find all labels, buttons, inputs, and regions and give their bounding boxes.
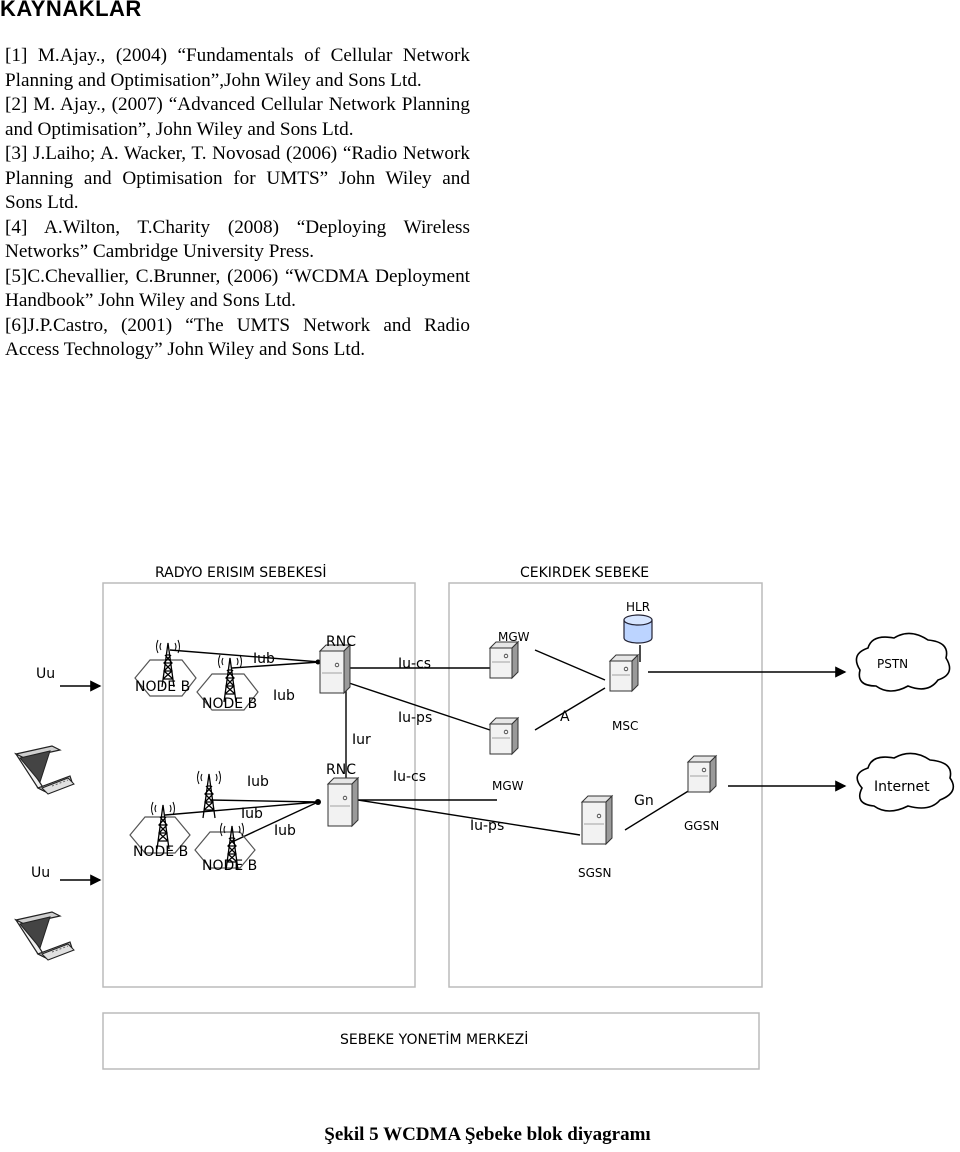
iu-ps-label: Iu-ps [398, 710, 432, 726]
ran-title: RADYO ERISIM SEBEKESİ [155, 563, 326, 581]
iub-label: Iub [247, 774, 269, 790]
mgw-server-icon [489, 717, 519, 755]
reference-item: [1] M.Ajay., (2004) “Fundamentals of Cel… [5, 45, 470, 91]
ggsn-server-icon [687, 755, 717, 793]
mgw-label: MGW [498, 630, 530, 644]
rnc-server-icon [327, 777, 359, 827]
internet-cloud-icon [856, 752, 955, 812]
mobile-phone-icon [15, 911, 75, 961]
rnc-server-icon [319, 644, 351, 694]
management-center-box [102, 1012, 760, 1070]
node-b-label: NODE B [133, 844, 188, 860]
page-heading: KAYNAKLAR [0, 0, 142, 21]
pstn-label: PSTN [877, 657, 908, 671]
iub-label: Iub [274, 823, 296, 839]
node-b-label: NODE B [202, 858, 257, 874]
reference-item: [4] A.Wilton, T.Charity (2008) “Deployin… [5, 216, 470, 263]
pstn-cloud-icon [855, 632, 951, 692]
core-region [448, 582, 763, 988]
antenna-tower-icon [217, 654, 243, 703]
rnc-label: RNC [326, 762, 356, 778]
sgsn-server-icon [581, 795, 613, 845]
reference-item: [2] M. Ajay., (2007) “Advanced Cellular … [5, 94, 470, 140]
msc-label: MSC [612, 719, 638, 733]
rnc-label: RNC [326, 634, 356, 650]
reference-item: [6]J.P.Castro, (2001) “The UMTS Network … [5, 314, 470, 361]
hlr-label: HLR [626, 600, 650, 614]
node-b-label: NODE B [202, 696, 257, 712]
mgw-label: MGW [492, 779, 524, 793]
ran-region [102, 582, 416, 988]
internet-label: Internet [874, 779, 930, 795]
iub-label: Iub [241, 806, 263, 822]
a-interface-label: A [560, 709, 570, 725]
uu-label: Uu [31, 865, 50, 881]
core-title: CEKIRDEK SEBEKE [520, 565, 649, 581]
iu-cs-label: Iu-cs [393, 769, 426, 785]
iur-label: Iur [352, 732, 371, 748]
figure-caption: Şekil 5 WCDMA Şebeke blok diyagramı [324, 1124, 651, 1145]
reference-item: [3] J.Laiho; A. Wacker, T. Novosad (2006… [5, 143, 470, 213]
management-center-label: SEBEKE YONETİM MERKEZİ [340, 1030, 528, 1048]
iu-cs-label: Iu-cs [398, 656, 431, 672]
mgw-server-icon [489, 641, 519, 679]
ggsn-label: GGSN [684, 819, 719, 833]
reference-item: [5]C.Chevallier, C.Brunner, (2006) “WCDM… [5, 265, 470, 312]
node-b-label: NODE B [135, 679, 190, 695]
gn-label: Gn [634, 793, 654, 809]
hlr-database-icon [623, 614, 653, 644]
uu-label: Uu [36, 666, 55, 682]
iu-ps-label: Iu-ps [470, 818, 504, 834]
iub-label: Iub [273, 688, 295, 704]
mobile-phone-icon [15, 745, 75, 795]
msc-server-icon [609, 654, 639, 692]
sgsn-label: SGSN [578, 866, 612, 880]
cell-hexagons [129, 659, 259, 869]
wcdma-network-diagram: RADYO ERISIM SEBEKESİ CEKIRDEK SEBEKE SE… [15, 563, 955, 1070]
connection-lines [60, 645, 847, 886]
iub-label: Iub [253, 651, 275, 667]
antenna-tower-icon [150, 801, 176, 850]
reference-list: [1] M.Ajay., (2004) “Fundamentals of Cel… [5, 44, 470, 363]
